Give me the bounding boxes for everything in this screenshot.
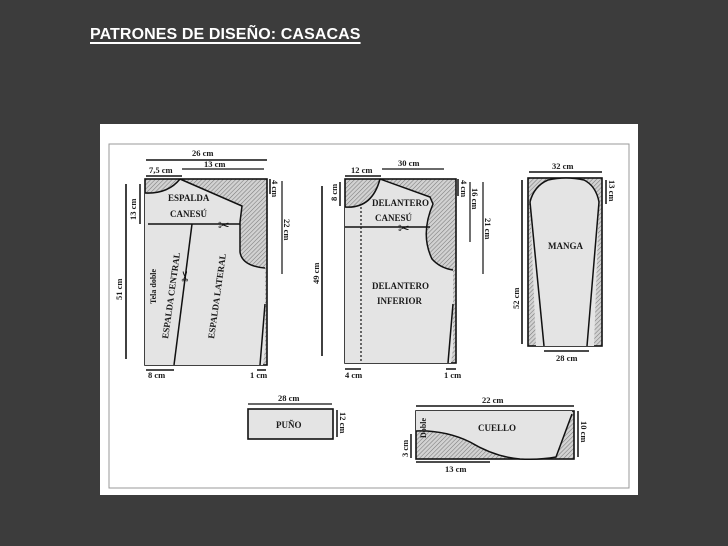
svg-text:ESPALDA: ESPALDA	[168, 193, 210, 203]
svg-text:8 cm: 8 cm	[329, 184, 339, 201]
svg-text:51 cm: 51 cm	[114, 279, 124, 300]
scissors-icon: ✂	[398, 220, 410, 236]
svg-text:CANESÚ: CANESÚ	[170, 209, 208, 219]
svg-text:7,5 cm: 7,5 cm	[149, 165, 173, 175]
svg-text:4 cm: 4 cm	[459, 180, 469, 197]
svg-text:10 cm: 10 cm	[579, 421, 589, 442]
svg-text:32 cm: 32 cm	[552, 161, 573, 171]
svg-text:PUÑO: PUÑO	[276, 420, 302, 430]
svg-text:MANGA: MANGA	[548, 241, 583, 251]
svg-text:13 cm: 13 cm	[204, 159, 225, 169]
svg-text:22 cm: 22 cm	[482, 395, 503, 405]
svg-text:12 cm: 12 cm	[351, 165, 372, 175]
svg-text:DELANTERO: DELANTERO	[372, 198, 429, 208]
svg-text:8 cm: 8 cm	[148, 370, 165, 380]
svg-text:28 cm: 28 cm	[556, 353, 577, 363]
pattern-diagram: ✂ ✂ ESPALDA CANESÚ Tela doble ESPALDA CE…	[100, 124, 638, 495]
svg-text:28 cm: 28 cm	[278, 393, 299, 403]
svg-text:21 cm: 21 cm	[483, 218, 493, 239]
svg-text:DELANTERO: DELANTERO	[372, 281, 429, 291]
svg-text:13 cm: 13 cm	[128, 199, 138, 220]
svg-text:Doble: Doble	[419, 418, 428, 438]
puno-pattern: PUÑO 28 cm 12 cm	[247, 393, 348, 440]
svg-text:1 cm: 1 cm	[250, 370, 267, 380]
slide-title: PATRONES DE DISEÑO: CASACAS	[90, 26, 361, 43]
svg-text:4 cm: 4 cm	[345, 370, 362, 380]
svg-text:13 cm: 13 cm	[445, 464, 466, 474]
svg-text:26 cm: 26 cm	[192, 148, 213, 158]
cuello-pattern: CUELLO Doble 22 cm 10 cm 3 cm 13 cm	[400, 395, 589, 474]
svg-text:49 cm: 49 cm	[311, 263, 321, 284]
svg-text:52 cm: 52 cm	[511, 288, 521, 309]
svg-text:1 cm: 1 cm	[444, 370, 461, 380]
manga-pattern: MANGA 32 cm 13 cm 52 cm 28 cm	[511, 161, 617, 363]
svg-text:22 cm: 22 cm	[282, 219, 292, 240]
scissors-icon: ✂	[218, 217, 230, 233]
espalda-pattern: ✂ ✂ ESPALDA CANESÚ Tela doble ESPALDA CE…	[114, 148, 292, 380]
delantero-pattern: ✂ DELANTERO CANESÚ DELANTERO INFERIOR 12…	[311, 158, 493, 380]
svg-text:CANESÚ: CANESÚ	[375, 213, 413, 223]
svg-text:Tela doble: Tela doble	[149, 269, 158, 304]
svg-text:12 cm: 12 cm	[338, 412, 348, 433]
svg-text:4 cm: 4 cm	[270, 180, 280, 197]
svg-text:CUELLO: CUELLO	[478, 423, 516, 433]
svg-text:3 cm: 3 cm	[400, 440, 410, 457]
svg-text:30 cm: 30 cm	[398, 158, 419, 168]
svg-text:16 cm: 16 cm	[470, 188, 480, 209]
svg-text:INFERIOR: INFERIOR	[377, 296, 423, 306]
svg-text:13 cm: 13 cm	[607, 180, 617, 201]
scissors-icon: ✂	[177, 270, 193, 282]
